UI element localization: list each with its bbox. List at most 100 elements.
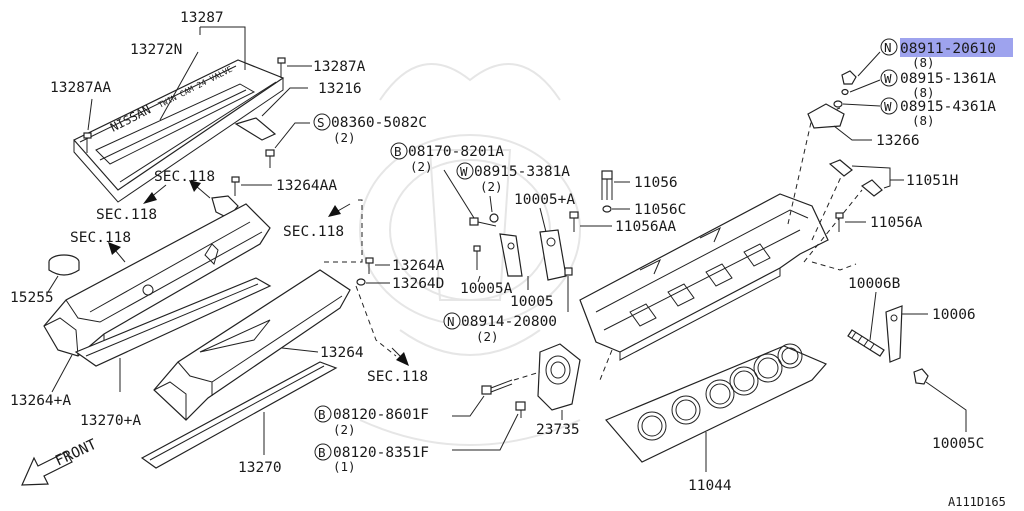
label-13272N: 13272N bbox=[130, 42, 182, 58]
label-08914-20800: 08914-20800 bbox=[461, 314, 557, 330]
label-08120-8601F: 08120-8601F bbox=[333, 407, 429, 423]
symbol-S-08360: S bbox=[317, 115, 325, 130]
label-23735: 23735 bbox=[536, 422, 580, 438]
washer-08915-1361A[interactable] bbox=[841, 88, 849, 96]
bracket-23735[interactable] bbox=[537, 343, 581, 411]
qty-08915-4361A: (8) bbox=[912, 113, 935, 128]
label-11044: 11044 bbox=[688, 478, 732, 494]
cylinder-head[interactable] bbox=[579, 193, 829, 361]
label-front: FRONT bbox=[53, 437, 100, 470]
label-11056C: 11056C bbox=[634, 202, 686, 218]
bracket-10005[interactable] bbox=[539, 229, 567, 281]
bracket-13216[interactable] bbox=[234, 117, 277, 141]
label-sec118-5: SEC.118 bbox=[367, 369, 428, 385]
label-10005C: 10005C bbox=[932, 436, 984, 452]
symbol-N-08911: N bbox=[884, 40, 892, 55]
label-13287: 13287 bbox=[180, 10, 224, 26]
stud-10006B[interactable] bbox=[847, 329, 885, 357]
stud-10005A[interactable] bbox=[473, 245, 481, 270]
qty-08170: (2) bbox=[410, 159, 433, 174]
gasket-13270[interactable] bbox=[140, 361, 338, 469]
bracket-10006[interactable] bbox=[885, 305, 903, 363]
label-11056: 11056 bbox=[634, 175, 678, 191]
label-08915-3381A: 08915-3381A bbox=[474, 164, 570, 180]
symbol-W-08915-1361A: W bbox=[884, 71, 892, 86]
bolt-08120-8601F[interactable] bbox=[481, 379, 513, 395]
label-13264: 13264 bbox=[320, 345, 364, 361]
bolt-08120-8351F[interactable] bbox=[515, 401, 526, 418]
symbol-N-08914: N bbox=[447, 314, 455, 329]
bolt-13287A[interactable] bbox=[277, 57, 286, 78]
qty-08915-1361A: (8) bbox=[912, 85, 935, 100]
sec-arrow-4 bbox=[328, 203, 351, 217]
bolt-11056[interactable] bbox=[601, 170, 613, 200]
label-13216: 13216 bbox=[318, 81, 362, 97]
label-08915-4361A: 08915-4361A bbox=[900, 99, 996, 115]
bracket-10005A[interactable] bbox=[499, 233, 523, 277]
diagram-code: A111D165 bbox=[948, 495, 1006, 509]
label-08911-20610[interactable]: 08911-20610 bbox=[900, 41, 996, 57]
bolt-13287AA[interactable] bbox=[83, 132, 92, 153]
label-13264D: 13264D bbox=[392, 276, 444, 292]
label-10006: 10006 bbox=[932, 307, 976, 323]
label-13266: 13266 bbox=[876, 133, 920, 149]
sec-arrow-1 bbox=[143, 184, 167, 204]
label-11056AA: 11056AA bbox=[615, 219, 676, 235]
label-10005: 10005 bbox=[510, 294, 554, 310]
label-13264plusA: 13264+A bbox=[10, 393, 71, 409]
symbol-W-08915-3381A: W bbox=[460, 164, 468, 179]
label-13270: 13270 bbox=[238, 460, 282, 476]
sec-arrow-3 bbox=[108, 242, 126, 263]
symbol-B-08120-8351F: B bbox=[318, 445, 326, 460]
qty-08120-8601F: (2) bbox=[333, 422, 356, 437]
washer-11056C[interactable] bbox=[602, 205, 612, 213]
cam-bracket-13266[interactable] bbox=[807, 103, 845, 129]
bolt-13264AA[interactable] bbox=[231, 176, 240, 196]
qty-08120-8351F: (1) bbox=[333, 459, 356, 474]
label-sec118-3: SEC.118 bbox=[70, 230, 131, 246]
label-13270plusA: 13270+A bbox=[80, 413, 141, 429]
qty-08911: (8) bbox=[912, 55, 935, 70]
label-10006B: 10006B bbox=[848, 276, 901, 292]
qty-08915-3381A: (2) bbox=[480, 179, 503, 194]
sec-arrow-5 bbox=[391, 347, 409, 366]
qty-08360: (2) bbox=[333, 130, 356, 145]
label-08120-8351F: 08120-8351F bbox=[333, 445, 429, 461]
front-direction-arrow bbox=[21, 451, 73, 486]
label-13287A: 13287A bbox=[313, 59, 366, 75]
symbol-B-08120-8601F: B bbox=[318, 407, 326, 422]
label-11056A: 11056A bbox=[870, 215, 923, 231]
watermark-emblem bbox=[359, 63, 581, 446]
bolt-11056AA[interactable] bbox=[569, 211, 579, 232]
gasket-13270A[interactable] bbox=[74, 277, 272, 367]
oil-filler-cap-15255[interactable] bbox=[48, 254, 80, 276]
bolt-13264A[interactable] bbox=[365, 257, 374, 274]
label-15255: 15255 bbox=[10, 290, 54, 306]
cam-cover-13264A[interactable] bbox=[43, 203, 271, 357]
cam-cover-13264[interactable] bbox=[153, 269, 351, 421]
label-10005A: 10005A bbox=[460, 281, 513, 297]
sec-arrow-2 bbox=[189, 180, 211, 199]
label-sec118-1: SEC.118 bbox=[154, 169, 215, 185]
nut-10005C[interactable] bbox=[913, 368, 929, 385]
bolt-08170[interactable] bbox=[469, 217, 497, 227]
plug-11051H[interactable] bbox=[828, 159, 883, 197]
bolt-11056A[interactable] bbox=[835, 212, 844, 232]
washer-08915-3381A[interactable] bbox=[489, 213, 499, 223]
nut-08914[interactable] bbox=[564, 267, 573, 276]
label-08170-8201A: 08170-8201A bbox=[408, 144, 504, 160]
label-sec118-2: SEC.118 bbox=[96, 207, 157, 223]
head-gasket-11044[interactable] bbox=[605, 343, 827, 463]
label-13287AA: 13287AA bbox=[50, 80, 111, 96]
highlight-08911 bbox=[900, 38, 1013, 57]
bolt-08360[interactable] bbox=[265, 149, 275, 168]
washer-08915-4361A[interactable] bbox=[833, 100, 843, 108]
label-08360-5082C: 08360-5082C bbox=[331, 115, 427, 131]
nut-08911[interactable] bbox=[841, 70, 857, 85]
qty-08914: (2) bbox=[476, 329, 499, 344]
label-13264A: 13264A bbox=[392, 258, 445, 274]
washer-13264D[interactable] bbox=[356, 278, 366, 286]
label-11051H: 11051H bbox=[906, 173, 958, 189]
label-10005plusA: 10005+A bbox=[514, 192, 575, 208]
